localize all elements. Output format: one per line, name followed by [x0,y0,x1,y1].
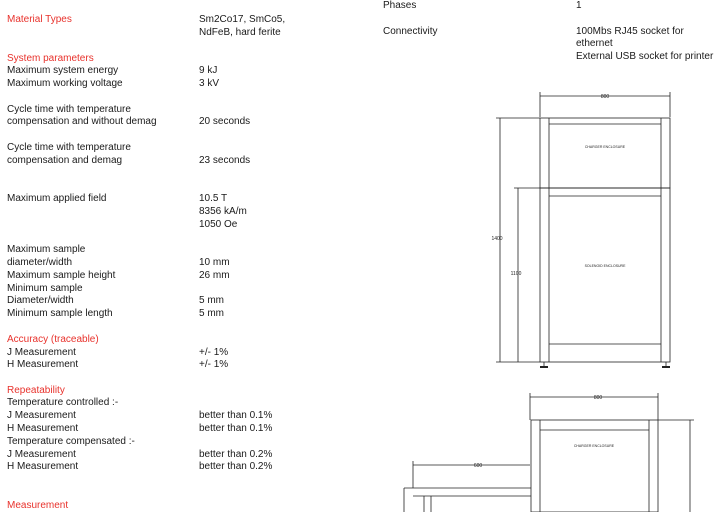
spec-label: J Measurement [7,449,76,460]
spec-value: better than 0.2% [199,461,273,472]
spec-label: compensation and without demag [7,116,157,127]
spec-value: better than 0.1% [199,410,273,421]
spec-value: 8356 kA/m [199,206,247,217]
system-parameters-heading: System parameters [7,53,94,64]
spec-value: better than 0.2% [199,449,273,460]
spec-label: H Measurement [7,359,79,370]
spec-label: Maximum applied field [7,193,107,204]
spec-value: 5 mm [199,295,224,306]
spec-label: Temperature compensated :- [7,436,135,447]
spec-value: 1050 Oe [199,219,238,230]
spec-label: H Measurement [7,461,79,472]
spec-label: J Measurement [7,347,76,358]
connectivity-label: Connectivity [383,26,438,37]
charger-enclosure-label: CHARGER ENCLOSURE [574,444,615,448]
solenoid-enclosure-label: SOLENOID ENCLOSURE [585,264,627,268]
spec-label: Cycle time with temperature [7,142,131,153]
side-elevation-drawing [403,393,694,512]
front-elevation-drawing [496,92,671,366]
spec-label: compensation and demag [7,155,123,166]
phases-label: Phases [383,0,417,11]
repeatability-heading: Repeatability [7,385,65,396]
spec-value: +/- 1% [199,347,229,358]
spec-label: Maximum sample height [7,270,116,281]
material-types-heading: Material Types [7,14,72,25]
spec-value: better than 0.1% [199,423,273,434]
spec-value: 10 mm [199,257,230,268]
spec-label: Maximum sample [7,244,86,255]
spec-label: Diameter/width [7,295,74,306]
spec-value: 10.5 T [199,193,228,204]
accuracy-heading: Accuracy (traceable) [7,334,99,345]
height-dimension-label: 1400 [491,236,502,242]
spec-label: Cycle time with temperature [7,104,131,115]
measurement-heading: Measurement [7,500,69,511]
width-dimension-label: 800 [594,395,603,401]
spec-label: Maximum system energy [7,65,119,76]
spec-value: 9 kJ [199,65,218,76]
spec-value: 20 seconds [199,116,251,127]
charger-enclosure-label: CHARGER ENCLOSURE [585,145,626,149]
spec-label: Maximum working voltage [7,78,123,89]
left-dimension-label: 600 [474,463,483,469]
material-types-value: Sm2Co17, SmCo5, [199,14,286,25]
spec-label: Minimum sample length [7,308,113,319]
spec-value: 5 mm [199,308,224,319]
spec-label: diameter/width [7,257,73,268]
spec-label: J Measurement [7,410,76,421]
phases-value: 1 [576,0,582,11]
width-dimension-label: 800 [601,94,610,100]
connectivity-value: ethernet [576,38,613,49]
connectivity-value: External USB socket for printer [576,51,714,62]
connectivity-value: 100Mbs RJ45 socket for [576,26,684,37]
spec-label: Minimum sample [7,283,83,294]
spec-value: 3 kV [199,78,220,89]
material-types-value: NdFeB, hard ferite [199,27,281,38]
spec-value: 26 mm [199,270,230,281]
spec-value: 23 seconds [199,155,251,166]
spec-value: +/- 1% [199,359,229,370]
spec-label: H Measurement [7,423,79,434]
spec-label: Temperature controlled :- [7,397,119,408]
inner-dimension-label: 1100 [511,271,522,277]
